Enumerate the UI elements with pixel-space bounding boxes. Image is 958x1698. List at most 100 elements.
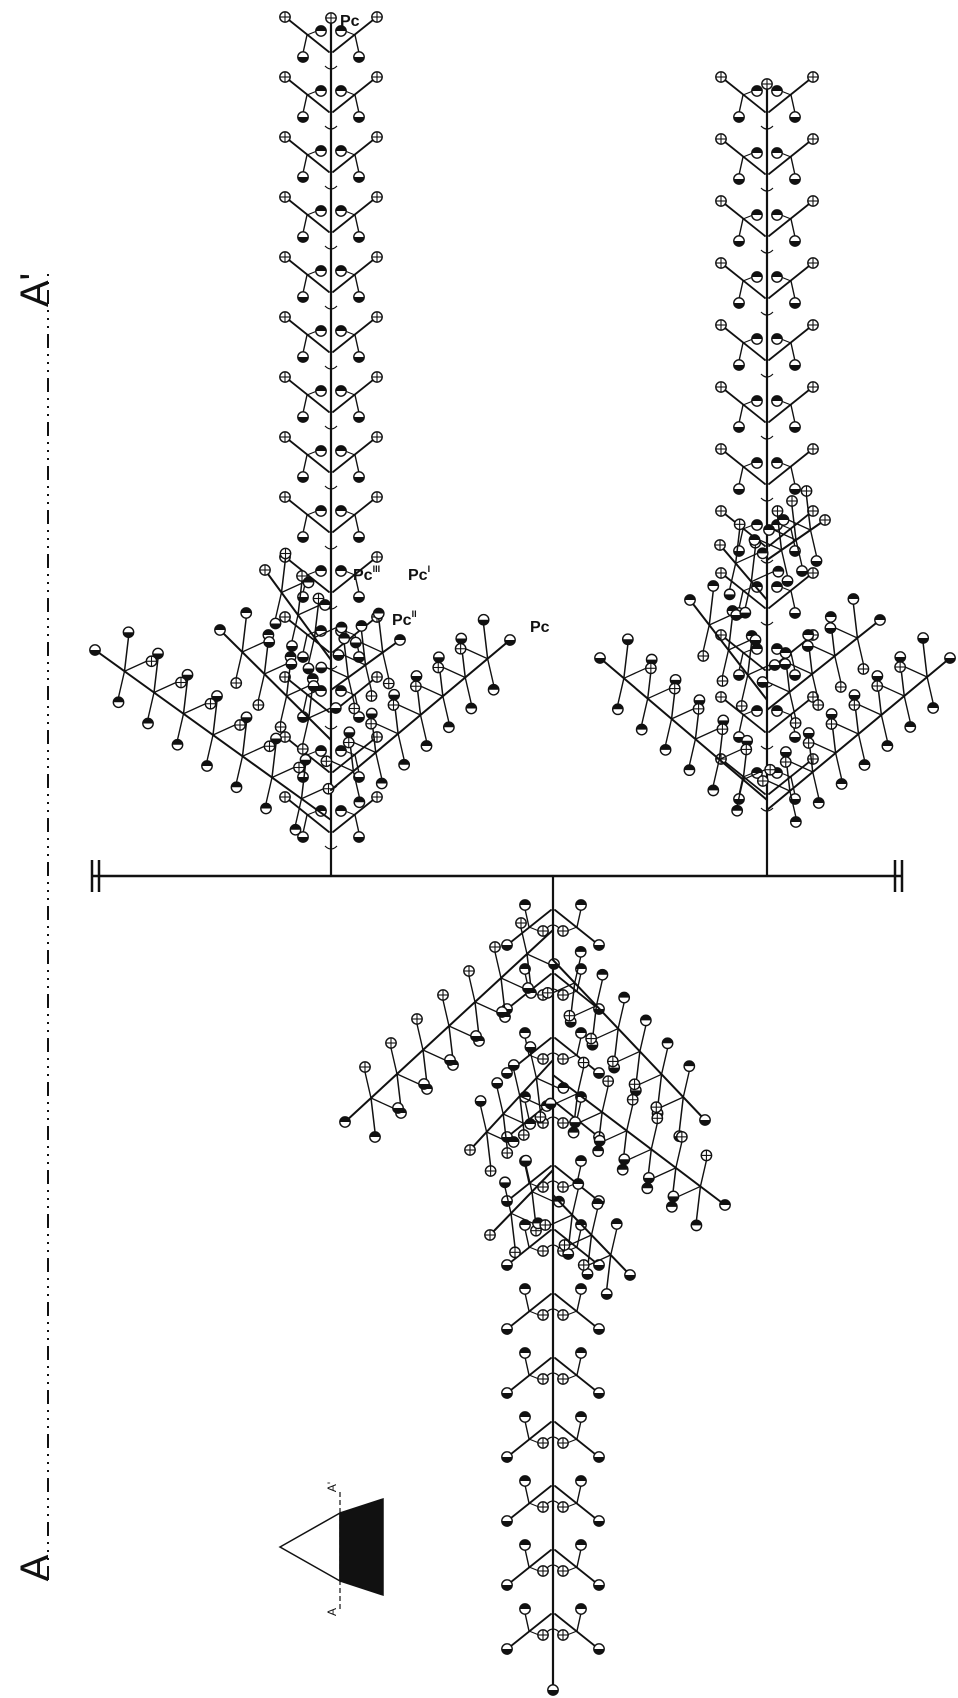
- node-fill: [496, 1012, 508, 1018]
- flower-node: [779, 746, 792, 758]
- flower-node: [733, 297, 745, 309]
- flower-node: [857, 663, 870, 675]
- flower-node: [802, 737, 815, 749]
- inset-section-triangle: A A': [278, 1482, 384, 1616]
- label-pc-tertiary-base: Pc: [353, 567, 373, 584]
- node-fill: [335, 805, 347, 811]
- flower-node: [279, 431, 291, 443]
- branch-spur: [474, 1001, 498, 1013]
- flower-node: [684, 594, 696, 606]
- flower-node: [487, 683, 500, 696]
- unit-rachis: [288, 679, 330, 713]
- flower-node: [802, 629, 815, 641]
- node-fill: [201, 760, 213, 766]
- node-fill: [519, 1347, 531, 1353]
- unit-rachis: [724, 327, 766, 361]
- node-fill: [802, 646, 813, 652]
- node-fill: [315, 145, 327, 151]
- flower-node: [771, 271, 783, 283]
- unit-rachis: [332, 139, 374, 173]
- flower-node: [557, 989, 569, 1001]
- flower-node: [848, 699, 861, 711]
- bract-mark: [546, 1564, 560, 1569]
- node-fill: [520, 1160, 532, 1166]
- flower-node: [152, 647, 164, 660]
- node-fill: [771, 271, 783, 277]
- node-fill: [501, 1329, 513, 1335]
- branch-twig-up: [664, 718, 673, 746]
- node-fill: [927, 702, 939, 708]
- unit-twig: [354, 94, 360, 114]
- node-fill: [789, 179, 801, 185]
- flower-node: [332, 649, 345, 661]
- node-fill: [733, 241, 745, 247]
- unit-rachis: [510, 1613, 552, 1647]
- node-fill: [353, 357, 365, 363]
- node-fill: [353, 837, 365, 843]
- flower-node: [593, 1579, 605, 1591]
- flower-node: [789, 235, 801, 247]
- flower-node: [410, 670, 423, 682]
- node-fill: [499, 1182, 511, 1188]
- flower-node: [353, 591, 365, 603]
- flower-node: [279, 791, 291, 803]
- node-fill: [297, 57, 309, 63]
- branch-spur: [325, 666, 349, 679]
- flower-node: [325, 12, 337, 24]
- flower-node: [756, 775, 769, 787]
- branch-spur: [360, 641, 384, 654]
- flower-node: [371, 11, 383, 23]
- unit-twig: [738, 714, 744, 734]
- unit-twig: [790, 590, 796, 610]
- node-fill: [782, 581, 793, 587]
- unit-twig: [524, 1612, 530, 1632]
- node-fill: [592, 1198, 603, 1204]
- unit-twig: [302, 94, 308, 114]
- flower-node: [602, 1075, 615, 1088]
- node-fill: [662, 1038, 673, 1044]
- flower-node: [537, 1629, 549, 1641]
- branch-spur: [396, 1073, 420, 1085]
- unit-twig: [790, 776, 796, 796]
- flower-node: [335, 621, 348, 634]
- bract-mark: [760, 435, 774, 440]
- bract-mark: [760, 497, 774, 502]
- node-fill: [789, 737, 801, 743]
- branch-twig-up: [364, 664, 373, 692]
- flower-node: [715, 443, 727, 455]
- branch-spur: [708, 614, 732, 626]
- flower-node: [690, 1219, 703, 1232]
- branch-spur: [677, 1185, 702, 1198]
- flower-node: [507, 1136, 520, 1148]
- node-fill: [525, 1047, 536, 1053]
- flower-node: [715, 381, 727, 393]
- node-fill: [353, 297, 365, 303]
- unit-rachis: [724, 79, 766, 113]
- branch-twig-up: [576, 1066, 585, 1095]
- flower-node: [575, 1027, 587, 1039]
- node-fill: [353, 237, 365, 243]
- node-fill: [789, 489, 801, 495]
- flower-node: [353, 711, 365, 723]
- branch-twig: [300, 764, 307, 800]
- flower-node: [789, 483, 801, 495]
- label-pc-secondary-base: Pc: [392, 612, 412, 629]
- flower-node: [667, 1190, 680, 1203]
- flower-node: [369, 1131, 381, 1143]
- flower-node: [539, 1219, 552, 1231]
- flower-node: [322, 782, 335, 795]
- node-fill: [733, 303, 745, 309]
- node-fill: [297, 357, 309, 363]
- flower-node: [501, 1067, 513, 1079]
- branch-twig-up: [780, 549, 789, 577]
- node-fill: [771, 85, 783, 91]
- node-fill: [771, 581, 783, 587]
- unit-rachis: [510, 909, 552, 943]
- flower-node: [715, 505, 727, 517]
- section-line: A A': [13, 272, 57, 1581]
- node-fill: [708, 785, 719, 791]
- flower-node: [297, 231, 309, 243]
- flower-node: [772, 565, 785, 578]
- flower-node: [558, 1239, 571, 1251]
